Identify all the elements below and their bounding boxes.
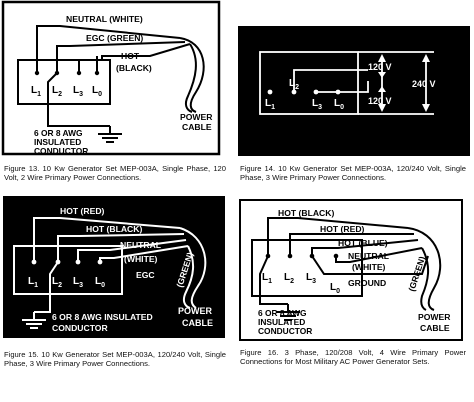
awg-label: 6 OR 8 AWG bbox=[258, 308, 307, 318]
conductor-label: CONDUCTOR bbox=[34, 146, 88, 156]
voltage-top-label: 120 V bbox=[368, 62, 392, 72]
figure-15-caption: Figure 15. 10 Kw Generator Set MEP-003A,… bbox=[4, 350, 226, 369]
terminal-l1: L1 bbox=[262, 272, 272, 285]
hot-red-label: HOT (RED) bbox=[320, 224, 365, 234]
power-label: POWER bbox=[180, 112, 213, 122]
insulated-label: INSULATED bbox=[34, 137, 81, 147]
terminal-l0: L0 bbox=[334, 98, 344, 111]
terminal-l3: L3 bbox=[73, 276, 83, 289]
terminal-l1: L1 bbox=[31, 85, 41, 98]
figure-16-diagram: L1 L2 L3 L0 HOT (BLACK) HOT (RED) HOT (B… bbox=[239, 199, 463, 341]
cable-label: CABLE bbox=[420, 323, 450, 333]
hot-red-label: HOT (RED) bbox=[60, 206, 105, 216]
figure-14-caption: Figure 14. 10 Kw Generator Set MEP-003A,… bbox=[240, 164, 466, 183]
terminal-l0: L0 bbox=[95, 276, 105, 289]
egc-label: EGC (GREEN) bbox=[86, 33, 143, 43]
figure-15-diagram: L1 L2 L3 L0 HOT (RED) HOT (BLACK) NEUTRA… bbox=[3, 196, 225, 338]
neutral-label: NEUTRAL (WHITE) bbox=[66, 14, 143, 24]
terminal-block bbox=[13, 245, 123, 295]
awg-label: 6 OR 8 AWG bbox=[34, 128, 83, 138]
terminal-l3: L3 bbox=[306, 272, 316, 285]
egc-label: EGC bbox=[136, 270, 155, 280]
figure-13-caption: Figure 13. 10 Kw Generator Set MEP-003A,… bbox=[4, 164, 226, 183]
neutral-label: NEUTRAL bbox=[120, 240, 161, 250]
terminal-l2: L2 bbox=[52, 276, 62, 289]
terminal-block bbox=[251, 239, 363, 297]
terminal-l0: L0 bbox=[92, 85, 102, 98]
hot-black-label: HOT (BLACK) bbox=[278, 208, 334, 218]
conductor-label: CONDUCTOR bbox=[52, 323, 108, 333]
hot-blue-label: HOT (BLUE) bbox=[338, 238, 388, 248]
cable-label: CABLE bbox=[182, 122, 212, 132]
white-label: (WHITE) bbox=[352, 262, 386, 272]
terminal-l1: L1 bbox=[28, 276, 38, 289]
conductor-label: CONDUCTOR bbox=[258, 326, 312, 336]
voltage-bottom-label: 120 V bbox=[368, 96, 392, 106]
figure-16-caption: Figure 16. 3 Phase, 120/208 Volt, 4 Wire… bbox=[240, 348, 466, 367]
cable-label: CABLE bbox=[182, 318, 213, 328]
terminal-l1: L1 bbox=[265, 98, 275, 111]
hot-label: HOT bbox=[121, 51, 140, 61]
white-label: (WHITE) bbox=[124, 254, 158, 264]
black-label: (BLACK) bbox=[116, 63, 152, 73]
terminal-l3: L3 bbox=[312, 98, 322, 111]
terminal-block bbox=[259, 51, 359, 115]
terminal-l2: L2 bbox=[289, 78, 299, 91]
figure-14-diagram: L1 L2 L3 L0 120 V 120 V 240 V bbox=[238, 26, 470, 156]
figure-13-diagram: L1 L2 L3 L0 NEUTRAL (WHITE) EGC (GREEN) … bbox=[1, 0, 221, 156]
terminal-l2: L2 bbox=[52, 85, 62, 98]
hot-black-label: HOT (BLACK) bbox=[86, 224, 142, 234]
terminal-l2: L2 bbox=[284, 272, 294, 285]
insulated-label: INSULATED bbox=[258, 317, 305, 327]
power-label: POWER bbox=[178, 306, 213, 316]
neutral-label: NEUTRAL bbox=[348, 251, 389, 261]
terminal-block bbox=[17, 59, 111, 105]
awg-label: 6 OR 8 AWG INSULATED bbox=[52, 312, 153, 322]
ground-label: GROUND bbox=[348, 278, 386, 288]
terminal-l3: L3 bbox=[73, 85, 83, 98]
terminal-l0: L0 bbox=[330, 282, 340, 295]
power-label: POWER bbox=[418, 312, 451, 322]
voltage-total-label: 240 V bbox=[412, 79, 436, 89]
